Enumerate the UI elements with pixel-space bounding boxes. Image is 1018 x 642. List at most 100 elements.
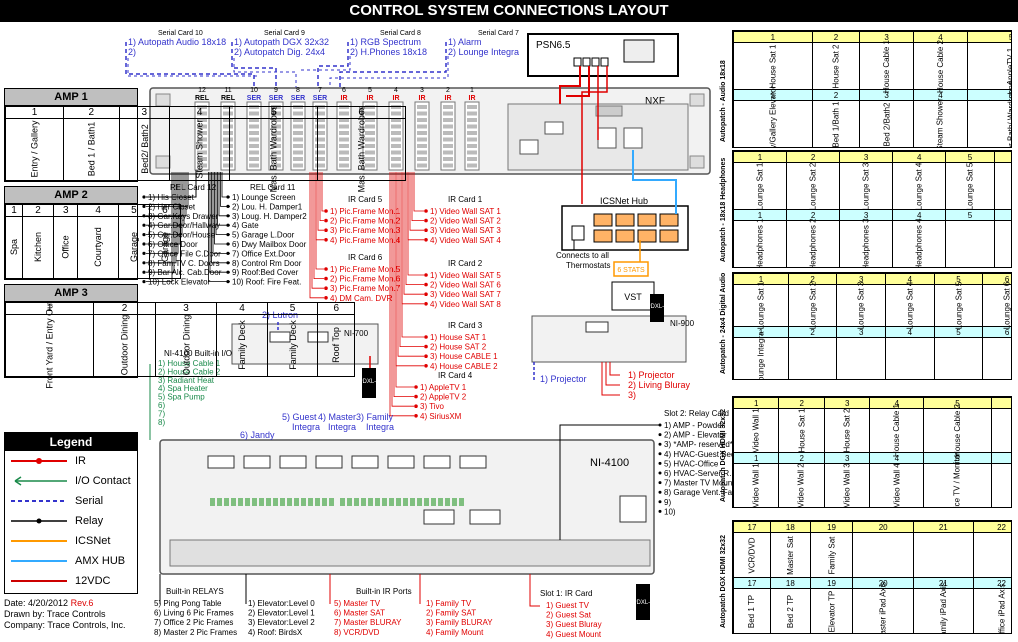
amp3-zone-6: Roof Top [317,314,356,377]
ir1-item: 2) Video Wall SAT 2 [430,217,501,226]
nxf-label: NXF [645,96,665,107]
builtin-relays-title: Built-in RELAYS [166,587,224,596]
ir2-title: IR Card 2 [448,259,483,268]
terminal [443,163,453,168]
terminal [322,498,327,506]
grid-output: Headphones 3 [839,218,894,267]
grid-num: 1 [733,397,780,409]
terminal [217,498,222,506]
grid-num: 20 [852,521,914,533]
ni4100-serial-label: Integra [292,422,320,432]
grid-input: Video Wall 1 [733,408,780,453]
amp2-num-3: 3 [53,204,79,217]
amp1-num-3: 3 [118,106,171,119]
ni900-item: 1) Projector [628,370,675,380]
builtin-ir-item: 6) Master SAT [334,609,385,618]
relay-wire [218,172,230,217]
grid-output: Elevator TP [809,588,854,633]
serial-wire [298,56,351,71]
slot-type: IR [445,95,452,102]
icsnet-port [593,229,613,243]
terminal [329,498,334,506]
pdx-label: PDXL-2 [632,600,654,606]
slot2-item: 4) HVAC-Guest Bed [664,450,735,459]
grid-num: 2 [811,31,861,43]
ni4100-slots [169,539,651,567]
grid-num: 3 [823,397,871,409]
terminal [417,111,427,116]
nxf-port [519,139,539,155]
ir-dot [414,414,418,418]
ni4100-io-item: 6) [158,401,165,410]
grid-num: 5 [966,31,1011,43]
terminal [259,498,264,506]
ir-wire [317,172,324,231]
slot2-item: 2) AMP - Elevator [664,431,727,440]
terminal [417,157,427,161]
icsnet-power [571,225,585,241]
terminal [443,124,453,129]
ni4100-io-item: 8) [158,418,165,427]
ni4100-serial-port [423,455,451,469]
amp2-num-6: 6 [148,204,181,217]
grid-num: 6 [990,452,1011,464]
relay-dot [658,452,662,456]
grid-title: Autopatch - 24x4 Digital Audio [720,272,727,374]
slot2-item: 3) *AMP- reserved* [664,440,733,449]
ir-wire [413,172,424,212]
grid-num: 3 [859,31,914,43]
serial-card-item: 1) RGB Spectrum [350,37,421,47]
12vdc-wire [559,66,581,104]
autopatch-grid: 123456789101112131415161718Lounge Sat 1L… [732,272,1012,380]
grid-input: Master Sat [770,532,811,578]
relay-dot [142,280,146,284]
grid-num: 4 [913,89,968,101]
ir-wire [401,172,424,305]
relay-wire [212,172,230,254]
amp2-num-5: 5 [117,204,150,217]
nxf-ear [689,155,705,169]
credits: Date: 4/20/2012 Rev.6 Drawn by: Trace Co… [4,598,126,631]
grid-num: 5 [945,151,995,163]
psn-label: PSN6.5 [536,40,571,51]
ir6-item: 4) DM Cam. DVR [330,294,392,303]
terminal [224,498,229,506]
icsnet-port [659,229,679,243]
amp1-num-4: 4 [169,106,231,119]
slot1-item: 3) Guest Bluray [546,620,602,629]
serial-card-item: 1) Autopath Audio 18x18 [128,37,226,47]
grid-input: House Sat 1 [733,42,813,90]
nxf-port [623,127,643,149]
rel12-title: REL Card 12 [170,183,217,192]
legend-swatch [11,580,67,582]
serial-card-title: Serial Card 7 [478,30,519,37]
ir-dot [414,385,418,389]
ni4100-serial-label: 3) Family [356,412,394,422]
nxf-port [544,121,564,135]
amp1-title: AMP 1 [5,89,137,106]
terminal [417,150,427,155]
builtin-relay-item: 8) Master 2 Pic Frames [154,628,237,637]
slot-type: SER [269,95,283,102]
builtin-ir-item: 1) Family TV [426,599,472,608]
credit-date: Date: 4/20/2012 [4,598,69,608]
amp1-zone-1: Entry / Gallery [4,118,65,181]
grid-input: Lounge Sat 4 [885,282,935,329]
ni700-label: NI-700 [344,329,369,338]
grid-output [787,337,838,379]
serial-card-item: 1) Alarm [448,37,482,47]
grid-output: Lounge Integra [733,332,789,379]
vst-box [611,281,655,311]
grid-num: 22 [972,521,1011,533]
legend-label: 12VDC [75,575,111,587]
grid-input: House Cable 2 [913,40,968,92]
grid-output [885,337,935,379]
amp1-zone-4: Steam Shower [169,118,231,181]
grid-input: Lounge Sat 1 [733,162,788,210]
stats-label: 6 STATS [617,267,645,274]
ir-dot [324,267,328,271]
icsnet-port [615,213,635,227]
terminal [459,498,464,506]
grid-output [982,337,1011,379]
pdx-label: PDXL-2 [358,379,380,385]
